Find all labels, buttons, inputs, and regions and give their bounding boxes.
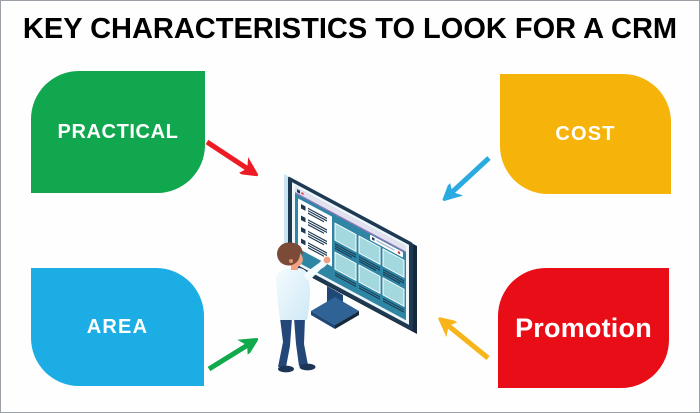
person-shoes	[278, 363, 316, 373]
standing-person-figure	[276, 242, 331, 373]
dashboard-search-bar	[370, 234, 403, 258]
arrow-promotion-to-center	[445, 323, 490, 360]
crm-monitor-illustration	[276, 174, 417, 373]
feature-box-area-label: AREA	[86, 315, 149, 338]
monitor-edge-shadow	[292, 179, 417, 334]
feature-box-practical-label: PRACTICAL	[57, 120, 179, 143]
monitor-stand	[311, 286, 359, 329]
person-hair-front	[281, 242, 303, 255]
person-ear	[289, 259, 293, 263]
feature-box-promotion: Promotion	[498, 268, 669, 388]
feature-box-cost-label: COST	[555, 122, 616, 145]
arrow-area-to-center	[207, 343, 251, 372]
screen-bezel	[292, 182, 409, 325]
dashboard-card-grid	[334, 222, 405, 313]
feature-box-practical: PRACTICAL	[31, 71, 205, 193]
arrow-practical-to-center	[205, 139, 251, 171]
person-neck	[291, 263, 298, 270]
person-legs	[278, 318, 308, 367]
feature-box-promotion-label: Promotion	[515, 312, 652, 343]
monitor-edge-highlight	[284, 174, 409, 329]
person-hand	[323, 256, 331, 264]
feature-box-area: AREA	[31, 268, 204, 386]
isometric-monitor	[284, 174, 417, 334]
monitor-frame	[288, 176, 413, 331]
dashboard-sidebar-list	[298, 198, 332, 267]
person-face	[287, 251, 303, 268]
page-title: KEY CHARACTERISTICS TO LOOK FOR A CRM	[22, 13, 678, 45]
feature-box-cost: COST	[500, 74, 671, 194]
person-arm-raised	[304, 259, 328, 281]
arrow-cost-to-center	[449, 156, 491, 195]
screen-background	[295, 186, 406, 321]
person-shirt	[276, 268, 310, 320]
dashboard-topbar	[295, 186, 406, 254]
person-hair-back	[277, 242, 300, 266]
